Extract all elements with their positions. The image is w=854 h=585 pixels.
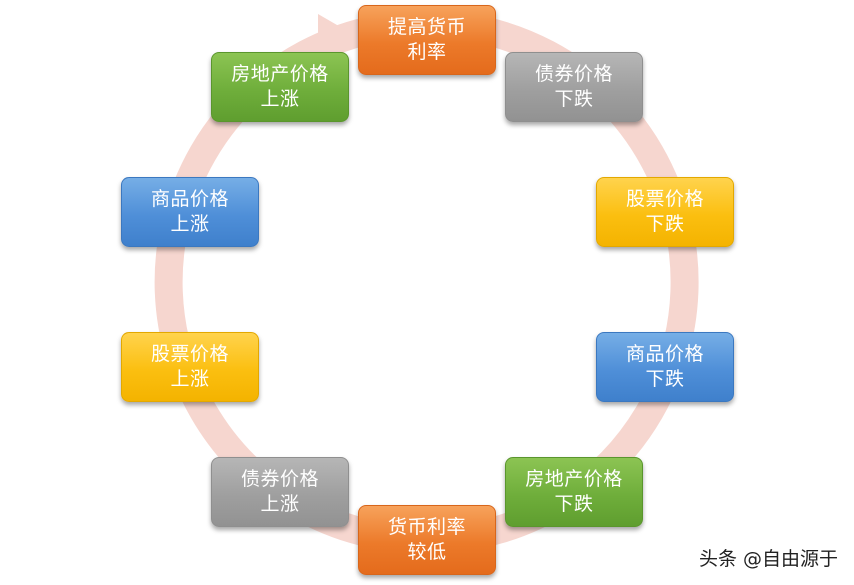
node-line2: 下跌	[645, 368, 685, 390]
node-real-estate-price-fall: 房地产价格 下跌	[505, 457, 643, 527]
node-line2: 下跌	[645, 213, 685, 235]
node-line1: 商品价格	[150, 188, 229, 210]
node-line2: 利率	[407, 41, 447, 63]
node-line1: 债券价格	[240, 468, 319, 490]
node-line2: 上涨	[170, 213, 210, 235]
watermark-text: 头条 @自由源于	[698, 548, 838, 570]
node-line2: 上涨	[260, 493, 300, 515]
node-line2: 上涨	[260, 88, 300, 110]
node-stock-price-fall: 股票价格 下跌	[596, 177, 734, 247]
node-line1: 债券价格	[534, 63, 613, 85]
node-raise-interest-rate: 提高货币 利率	[358, 5, 496, 75]
node-commodity-price-rise: 商品价格 上涨	[121, 177, 259, 247]
node-line2: 下跌	[554, 88, 594, 110]
node-line1: 房地产价格	[231, 63, 329, 85]
node-line1: 货币利率	[387, 516, 466, 538]
node-real-estate-price-rise: 房地产价格 上涨	[211, 52, 349, 122]
node-line1: 股票价格	[625, 188, 704, 210]
node-line1: 房地产价格	[525, 468, 623, 490]
node-bond-price-rise: 债券价格 上涨	[211, 457, 349, 527]
node-line1: 商品价格	[625, 343, 704, 365]
node-line1: 提高货币	[387, 16, 466, 38]
node-line2: 较低	[407, 541, 447, 563]
node-low-interest-rate: 货币利率 较低	[358, 505, 496, 575]
cycle-arrowhead	[318, 14, 356, 58]
node-stock-price-rise: 股票价格 上涨	[121, 332, 259, 402]
node-line2: 下跌	[554, 493, 594, 515]
node-line2: 上涨	[170, 368, 210, 390]
node-bond-price-fall: 债券价格 下跌	[505, 52, 643, 122]
node-line1: 股票价格	[150, 343, 229, 365]
node-commodity-price-fall: 商品价格 下跌	[596, 332, 734, 402]
